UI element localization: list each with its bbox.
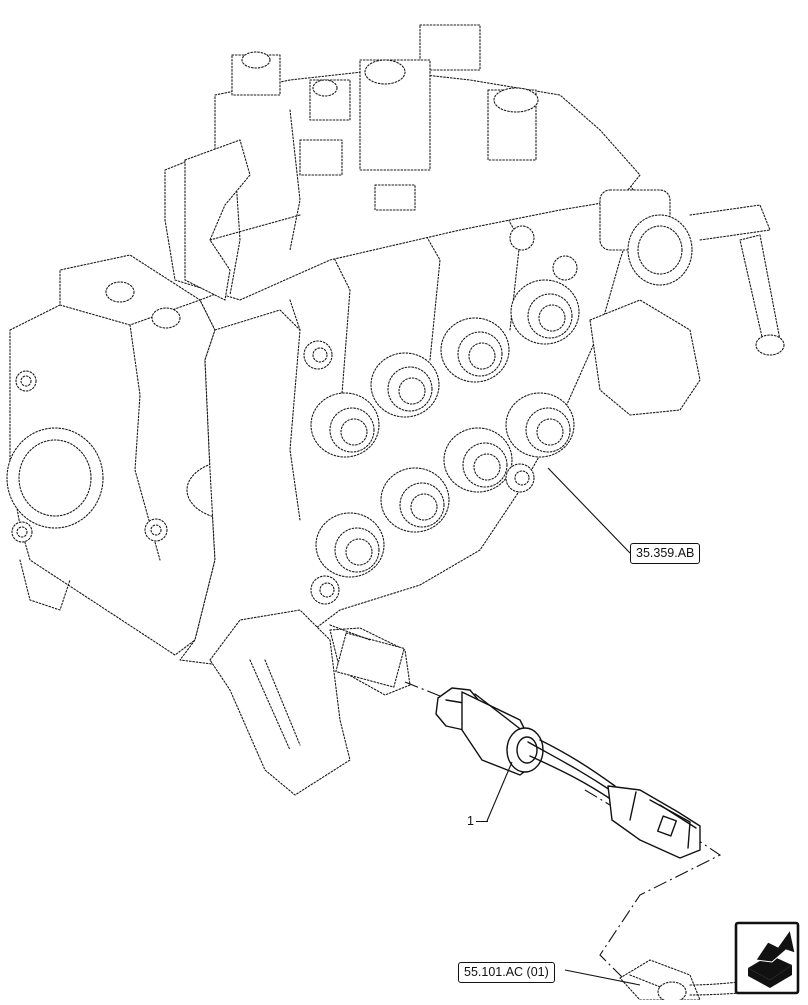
callout-item-1: 1 (467, 814, 474, 828)
end-cover-boss (6, 427, 104, 529)
work-port-fittings (303, 225, 580, 605)
mounting-bracket (209, 609, 351, 796)
leader-item-1 (486, 761, 513, 822)
pressure-switch-item-1 (404, 681, 722, 986)
switch-wire-lead (527, 741, 611, 791)
assembly-center-line (404, 681, 451, 701)
switch-connector (607, 785, 701, 859)
next-page-arrow-icon[interactable] (734, 921, 800, 995)
lever-handle (739, 234, 781, 351)
item-1-underline (476, 821, 488, 822)
control-valve-assembly (6, 24, 785, 796)
leader-55-101-ac (564, 969, 641, 986)
callout-55-101-ac[interactable]: 55.101.AC (01) (458, 962, 555, 983)
leader-35-359-ab (547, 467, 631, 554)
callout-35-359-ab[interactable]: 35.359.AB (630, 543, 701, 564)
